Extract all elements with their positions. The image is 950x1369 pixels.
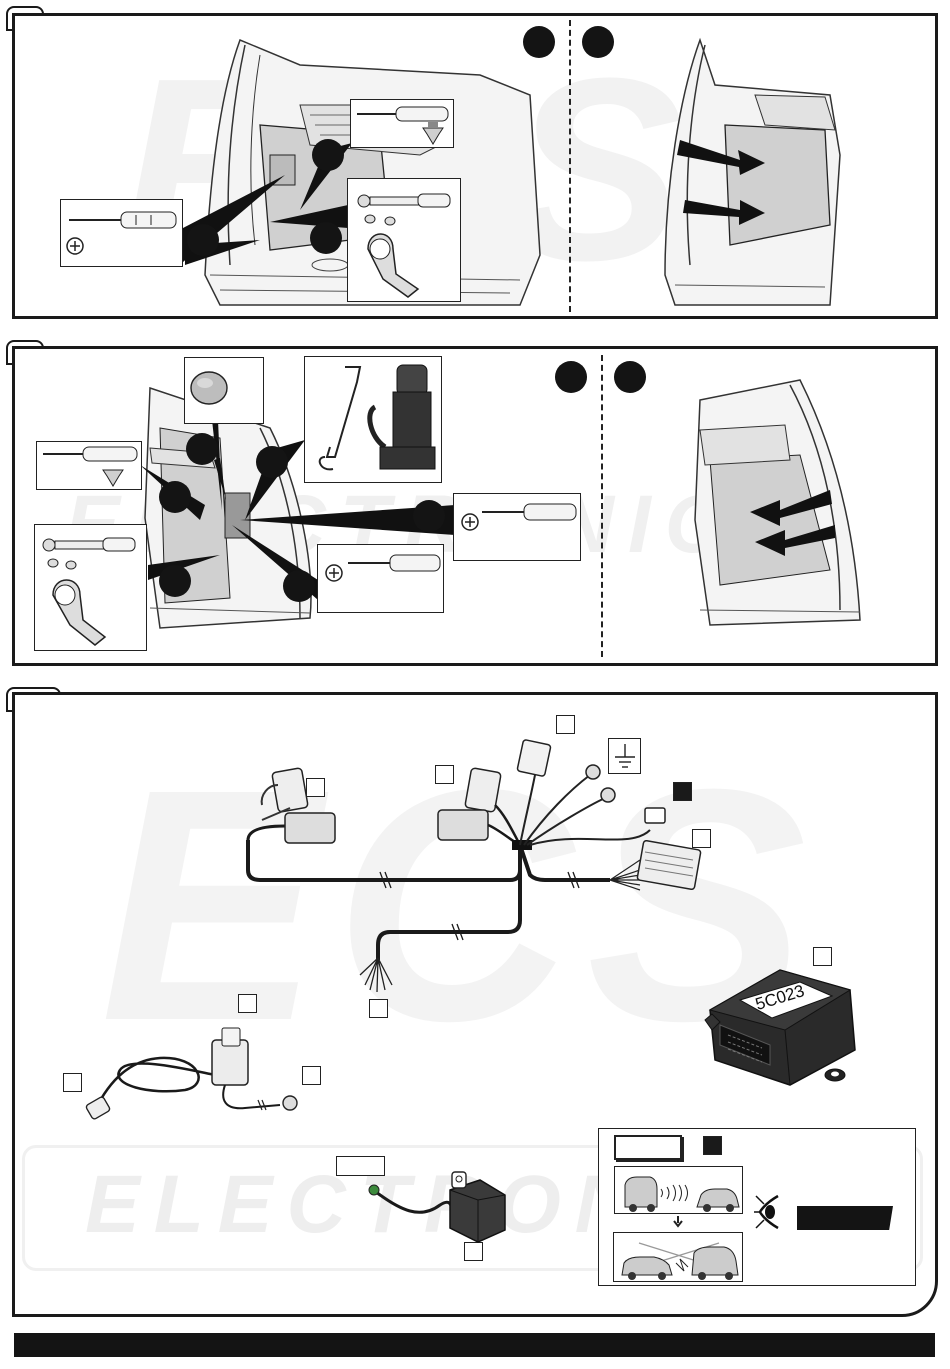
car-collision-icon [614, 1233, 744, 1283]
warning-label-bar [797, 1206, 893, 1230]
info-label-box [614, 1135, 682, 1160]
sensor-scene-upper [614, 1166, 743, 1214]
eye-icon [752, 1192, 782, 1232]
car-proximity-icon [615, 1167, 744, 1215]
down-arrow-icon [672, 1216, 684, 1228]
item-marker-filled [703, 1136, 722, 1155]
footer-bar [14, 1333, 935, 1357]
sensor-scene-lower [613, 1232, 743, 1282]
